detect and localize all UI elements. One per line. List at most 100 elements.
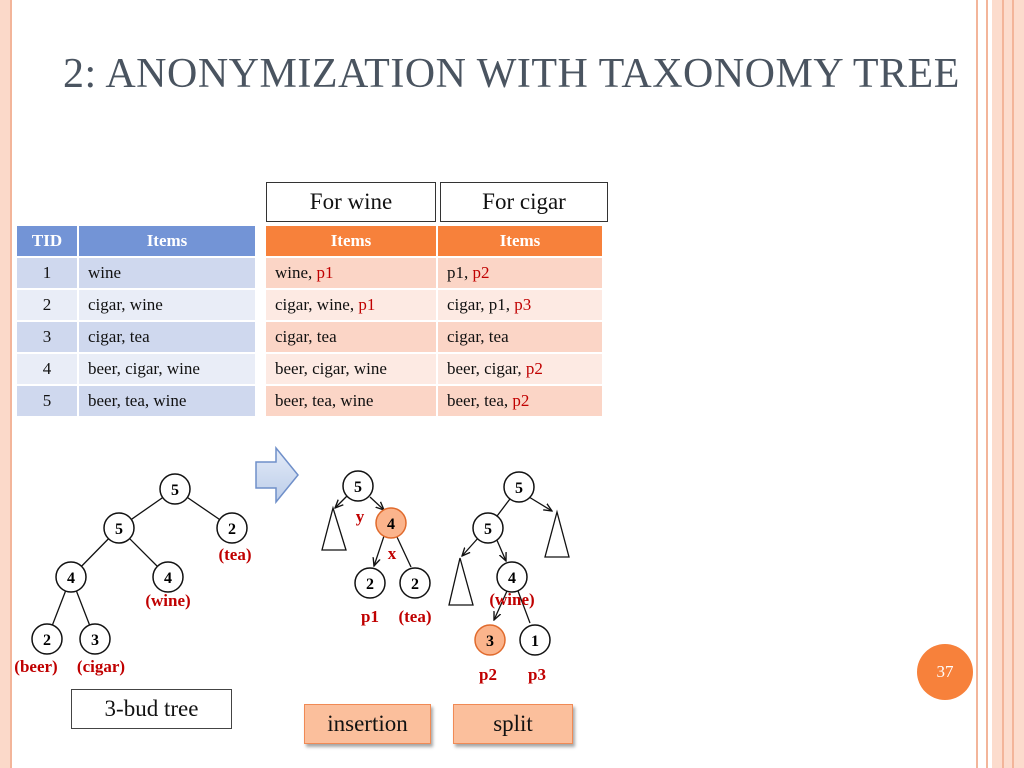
svg-text:2: 2 [43, 632, 51, 649]
wine-items-cell: beer, tea, wine [266, 386, 436, 416]
label-y: y [356, 507, 365, 526]
wine-items-cell: beer, cigar, wine [266, 354, 436, 384]
label-p2: p2 [479, 665, 497, 684]
added-item: p2 [525, 359, 543, 378]
anonymized-table-header: Items Items [266, 226, 602, 256]
table-row: cigar, wine, p1 cigar, p1, p3 [266, 290, 602, 320]
added-item: p2 [472, 263, 490, 282]
svg-text:2: 2 [228, 521, 236, 538]
cigar-items-cell: beer, tea, p2 [438, 386, 602, 416]
svg-text:5: 5 [171, 482, 179, 499]
for-cigar-header: For cigar [440, 182, 608, 222]
wine-items-cell: wine, p1 [266, 258, 436, 288]
svg-text:2: 2 [411, 576, 419, 593]
cigar-items-cell: beer, cigar, p2 [438, 354, 602, 384]
cigar-items-header: Items [438, 226, 602, 256]
items-text: cigar, wine, [275, 295, 359, 314]
tree-node: 4 [55, 561, 87, 593]
tree-node: 2 [31, 623, 63, 655]
items-cell: beer, tea, wine [79, 386, 255, 416]
label-tea-2: (tea) [398, 607, 431, 626]
tree-node: 4 [496, 561, 528, 593]
items-text: beer, cigar, [447, 359, 526, 378]
svg-text:4: 4 [67, 570, 75, 587]
svg-text:4: 4 [387, 516, 395, 533]
label-p3: p3 [528, 665, 546, 684]
label-wine-2: (wine) [489, 590, 534, 609]
tree-edge [494, 590, 508, 620]
transaction-table-header: TID Items [17, 226, 255, 256]
tree-node-highlighted: 3 [474, 624, 506, 656]
items-text: wine, [275, 263, 317, 282]
tree-node: 2 [216, 512, 248, 544]
items-text: cigar, p1, [447, 295, 515, 314]
svg-text:5: 5 [484, 521, 492, 538]
wine-cigar-tables: Items Items wine, p1 p1, p2 cigar, wine,… [264, 224, 604, 418]
page-number-badge: 37 [917, 644, 973, 700]
tree-node: 5 [103, 512, 135, 544]
tree-node: 2 [354, 567, 386, 599]
transition-arrow-icon [255, 445, 299, 505]
tree-edge [462, 536, 480, 556]
tid-cell: 5 [17, 386, 77, 416]
tree-node: 5 [472, 512, 504, 544]
wine-items-cell: cigar, wine, p1 [266, 290, 436, 320]
tree-node: 1 [519, 624, 551, 656]
right-frame-line-4 [1012, 0, 1014, 768]
items-text: cigar, tea [275, 327, 337, 346]
label-wine: (wine) [145, 591, 190, 610]
added-item: p1 [316, 263, 334, 282]
bud-tree: 5 5 2 4 4 2 3 (tea) (wine) (beer) (cigar… [14, 473, 252, 676]
tid-cell: 2 [17, 290, 77, 320]
svg-text:5: 5 [354, 479, 362, 496]
tree-edge [495, 537, 506, 561]
left-frame-band [0, 0, 12, 768]
svg-text:3: 3 [91, 632, 99, 649]
cigar-items-cell: cigar, tea [438, 322, 602, 352]
insertion-tree: 5 4 2 2 y x p1 (tea) [321, 470, 432, 626]
table-row: 2 cigar, wine [17, 290, 255, 320]
tree-node: 5 [503, 471, 535, 503]
added-item: p2 [512, 391, 530, 410]
svg-text:3: 3 [486, 633, 494, 650]
tree-node: 3 [79, 623, 111, 655]
transaction-table: TID Items 1 wine 2 cigar, wine 3 cigar, … [15, 224, 257, 418]
tree-node: 2 [399, 567, 431, 599]
svg-text:5: 5 [115, 521, 123, 538]
items-text: cigar, tea [447, 327, 509, 346]
column-header-tid: TID [17, 226, 77, 256]
wine-items-cell: cigar, tea [266, 322, 436, 352]
label-tea: (tea) [218, 545, 251, 564]
tree-edge [517, 590, 531, 624]
slide-title: 2: ANONYMIZATION WITH TAXONOMY TREE [63, 51, 960, 97]
tid-cell: 1 [17, 258, 77, 288]
right-frame-line-1 [976, 0, 978, 768]
table-row: 4 beer, cigar, wine [17, 354, 255, 384]
tree-node: 5 [159, 473, 191, 505]
added-item: p3 [514, 295, 532, 314]
split-tree: 5 5 4 3 1 (wine) p2 p3 [448, 471, 570, 684]
svg-text:4: 4 [164, 570, 172, 587]
for-wine-header: For wine [266, 182, 436, 222]
svg-text:2: 2 [366, 576, 374, 593]
svg-text:1: 1 [531, 633, 539, 650]
tid-cell: 4 [17, 354, 77, 384]
right-frame-line-3 [1002, 0, 1004, 768]
added-item: p1 [358, 295, 376, 314]
svg-text:5: 5 [515, 480, 523, 497]
cigar-items-cell: cigar, p1, p3 [438, 290, 602, 320]
items-cell: beer, cigar, wine [79, 354, 255, 384]
column-header-items: Items [79, 226, 255, 256]
right-frame-line-2 [986, 0, 988, 768]
subtree-triangle-icon [448, 557, 474, 606]
table-row: 1 wine [17, 258, 255, 288]
tree-node: 5 [342, 470, 374, 502]
svg-text:4: 4 [508, 570, 516, 587]
items-cell: cigar, wine [79, 290, 255, 320]
table-row: 5 beer, tea, wine [17, 386, 255, 416]
cigar-items-cell: p1, p2 [438, 258, 602, 288]
tid-cell: 3 [17, 322, 77, 352]
table-row: beer, tea, wine beer, tea, p2 [266, 386, 602, 416]
tree-node: 4 [152, 561, 184, 593]
items-text: beer, tea, wine [275, 391, 374, 410]
